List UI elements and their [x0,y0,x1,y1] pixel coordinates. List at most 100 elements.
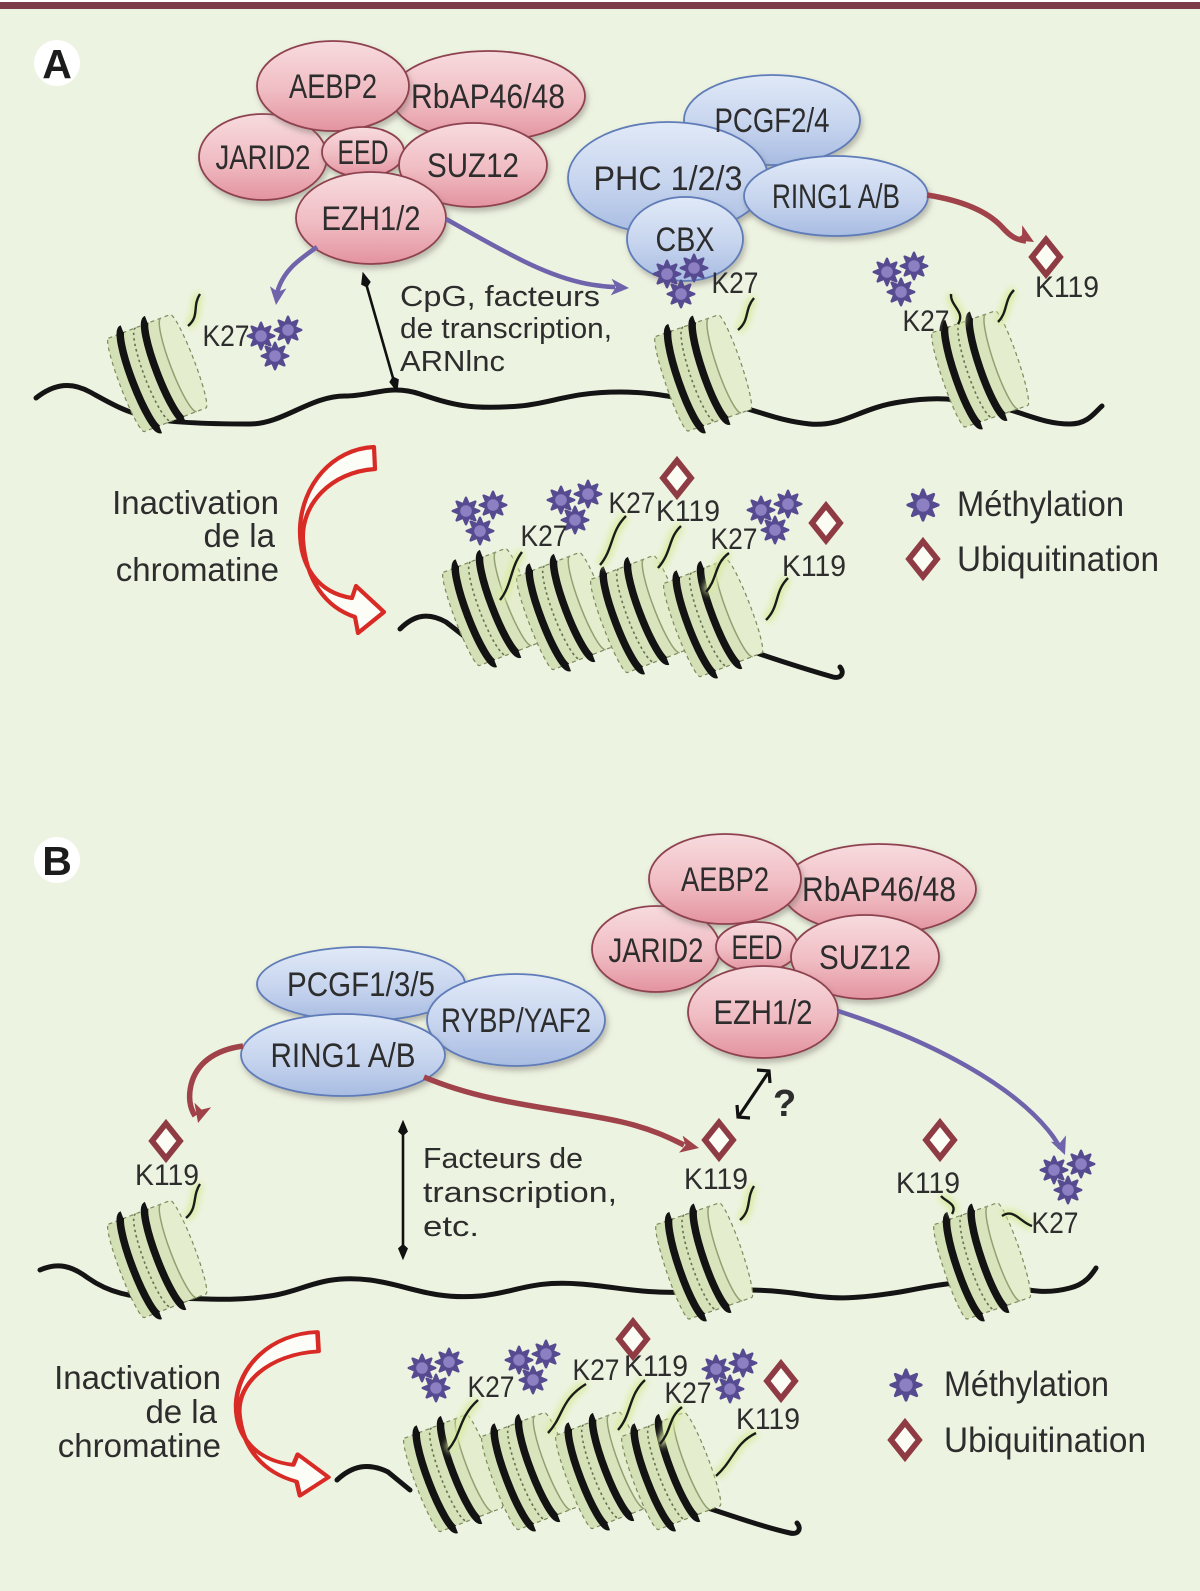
protein-jarid2-a: JARID2 [216,139,311,177]
protein-ezh12-b: EZH1/2 [714,994,813,1032]
ellipse-suz12-b [790,914,940,1000]
ellipse-aebp2-b [648,833,802,925]
methylation-icon [889,1368,923,1402]
ubiquitination-arrow [422,1074,701,1157]
methylation-arrow [267,245,319,307]
question-mark: ? [773,1083,796,1125]
histone-tail [999,1209,1034,1231]
recruiters-a-line1: CpG, facteurs [400,281,600,313]
panel-b-badge [34,837,80,883]
histone-tail [654,522,685,571]
protein-phc-a: PHC 1/2/3 [594,160,743,198]
protein-rbap-b: RbAP46/48 [802,871,956,909]
ellipse-aebp2-a [256,40,410,132]
mark-label-k27: K27 [521,520,568,553]
histone-tail [596,512,630,568]
protein-pcgf-b: PCGF1/3/5 [287,966,435,1004]
prc1-complex-b: PCGF1/3/5 RYBP/YAF2 RING1 A/B [240,946,606,1097]
legend-ubiquitination-label: Ubiquitination [957,540,1159,579]
prc2-complex-b: AEBP2 RbAP46/48 JARID2 EED SUZ12 EZH1/2 [591,833,977,1059]
protein-ring1-b: RING1 A/B [271,1037,416,1075]
condensed-chromatin-b [334,1406,802,1538]
histone-tail [444,1396,482,1453]
protein-suz12-b: SUZ12 [819,939,911,977]
panel-a-label: A [42,41,72,87]
protein-aebp2-b: AEBP2 [681,861,769,899]
mark-label-k119: K119 [736,1403,800,1436]
protein-ezh12-a: EZH1/2 [322,200,421,238]
histone-tail [712,1428,759,1480]
protein-pcgf-a: PCGF2/4 [715,102,830,140]
inactivation-a-line3: chromatine [116,551,279,588]
prc1-complex-a: PCGF2/4 PHC 1/2/3 RING1 A/B CBX [567,74,929,282]
histone-tail [544,1380,589,1437]
panel-b-label: B [42,838,72,884]
protein-rybp-b: RYBP/YAF2 [441,1002,591,1040]
prc2-complex-a: AEBP2 RbAP46/48 JARID2 EED SUZ12 EZH1/2 [198,40,586,265]
histone-tail [736,1183,758,1224]
mark-label-k119: K119 [1035,271,1099,304]
histone-tail [946,293,965,327]
mark-label-k27: K27 [903,305,950,338]
panel-b: B PCGF1/3/5 RYBP/YAF2 RING1 A/B AEBP2 Rb… [34,833,1146,1538]
recruiters-text-b: Facteurs de transcription, etc. [423,1143,617,1243]
mark-label-k27: K27 [665,1377,712,1410]
legend-methylation-label: Méthylation [944,1365,1109,1404]
question-arrow [735,1068,772,1120]
protein-cbx-a: CBX [656,221,715,259]
mark-label-k119: K119 [684,1163,748,1196]
protein-eed-b: EED [732,929,783,967]
recruiters-a-line2: de transcription, [400,313,612,345]
inactivation-b-line3: chromatine [58,1427,221,1464]
recruiters-b-line3: etc. [423,1211,479,1243]
mark-label-k119: K119 [135,1159,199,1192]
mark-label-k27: K27 [1032,1207,1079,1240]
protein-suz12-a: SUZ12 [427,147,519,185]
inactivation-text-b: Inactivation de la chromatine [54,1359,221,1464]
recruiters-a-line3: ARNlnc [400,346,505,378]
inactivation-b-line2: de la [145,1393,217,1430]
inactivation-b-line1: Inactivation [54,1359,221,1396]
mark-label-k27: K27 [712,267,759,300]
protein-aebp2-a: AEBP2 [289,68,377,106]
inactivation-a-line1: Inactivation [112,484,279,521]
histone-tail [656,1403,686,1447]
histone-tail [184,291,204,330]
mark-label-k119: K119 [624,1350,688,1383]
protein-ring1-a: RING1 A/B [772,178,900,216]
top-edge [0,0,1200,2]
inactivation-text-a: Inactivation de la chromatine [112,484,279,588]
recruiters-text-a: CpG, facteurs de transcription, ARNlnc [400,281,612,378]
ellipse-suz12-a [398,122,548,208]
histone-tail [614,1376,649,1433]
legend-ubiquitination-label: Ubiquitination [944,1421,1146,1460]
histone-tail [994,286,1018,326]
methylation-arrow [444,217,630,297]
histone-tail [496,549,526,603]
mark-label-k119: K119 [896,1167,960,1200]
legend-methylation-label: Méthylation [957,485,1124,524]
recruiters-b-line2: transcription, [423,1177,617,1209]
protein-jarid2-b: JARID2 [609,932,704,970]
ellipse-ring1-b [240,1013,446,1097]
condensed-chromatin-a [397,543,845,683]
histone-tail [702,549,732,595]
panel-a: A AEBP2 RbAP46/48 JARID2 EED SUZ12 EZH1/… [33,40,1159,683]
methylation-icon [906,488,940,522]
mark-label-k27: K27 [203,320,250,353]
mark-label-k119: K119 [656,495,720,528]
ubiquitination-arrow [186,1043,244,1126]
histone-tail [734,295,758,334]
legend-b: Méthylation Ubiquitination [891,1365,1146,1460]
panel-a-badge [34,40,80,86]
ubiquitination-arrow [926,192,1039,250]
mark-label-k119: K119 [782,550,846,583]
protein-rbap-a: RbAP46/48 [411,78,565,116]
legend-a: Méthylation Ubiquitination [908,485,1159,579]
ellipse-rybp-b [426,973,606,1067]
inactivation-a-line2: de la [203,517,275,554]
mark-label-k27: K27 [711,523,758,556]
histone-tail [937,1192,959,1217]
